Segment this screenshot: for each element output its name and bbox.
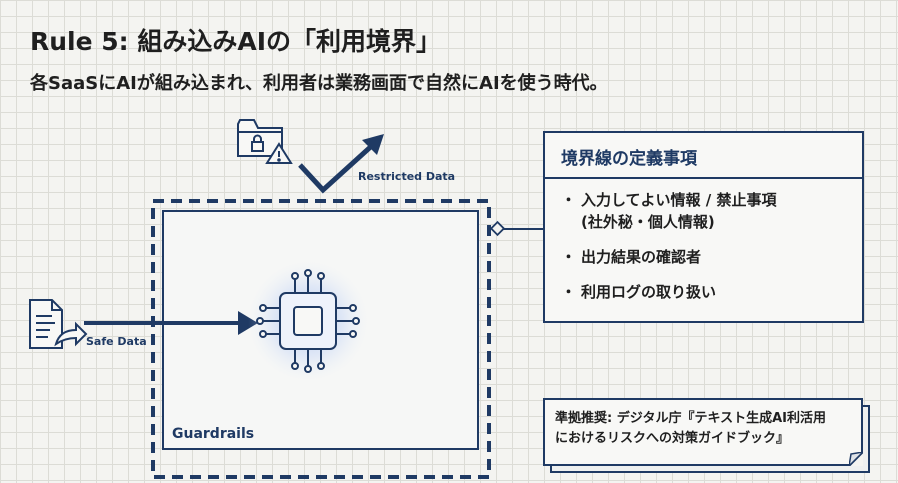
safe-data-label: Safe Data: [86, 335, 147, 348]
definition-item-text: 利用ログの取り扱い: [581, 283, 717, 301]
definition-item-subtext: (社外秘・個人情報): [581, 213, 715, 231]
definition-item: 利用ログの取り扱い: [561, 281, 862, 303]
guardrails-label: Guardrails: [172, 426, 255, 442]
connector-diamond: [489, 220, 506, 237]
definition-item: 出力結果の確認者: [561, 246, 862, 268]
guardrail-dashed-border: [151, 199, 491, 479]
ai-chip-icon: [248, 261, 368, 381]
page-title: Rule 5: 組み込みAIの「利用境界」: [30, 27, 442, 56]
document-share-icon: [29, 299, 88, 349]
reference-card: 準拠推奨: デジタル庁『テキスト生成AI利活用 におけるリスクへの対策ガイドブッ…: [543, 398, 863, 466]
folder-lock-warning-icon: [237, 119, 293, 164]
page-curl-icon: [849, 452, 863, 466]
page-subtitle: 各SaaSにAIが組み込まれ、利用者は業務画面で自然にAIを使う時代。: [30, 73, 608, 94]
definition-item-text: 入力してよい情報 / 禁止事項: [581, 191, 777, 209]
reference-line-1: 準拠推奨: デジタル庁『テキスト生成AI利活用: [555, 411, 826, 426]
definition-list: 入力してよい情報 / 禁止事項 (社外秘・個人情報) 出力結果の確認者 利用ログ…: [545, 179, 862, 303]
guardrail-inner-box: [162, 210, 479, 450]
definition-item-text: 出力結果の確認者: [581, 248, 702, 266]
definition-heading: 境界線の定義事項: [545, 133, 862, 179]
definition-item: 入力してよい情報 / 禁止事項 (社外秘・個人情報): [561, 189, 862, 233]
boundary-definition-panel: 境界線の定義事項 入力してよい情報 / 禁止事項 (社外秘・個人情報) 出力結果…: [543, 131, 864, 323]
restricted-data-label: Restricted Data: [358, 170, 456, 183]
reference-line-2: におけるリスクへの対策ガイドブック』: [555, 431, 790, 446]
restricted-deflect-arrow: [298, 134, 384, 194]
safe-data-arrow: [84, 311, 258, 335]
